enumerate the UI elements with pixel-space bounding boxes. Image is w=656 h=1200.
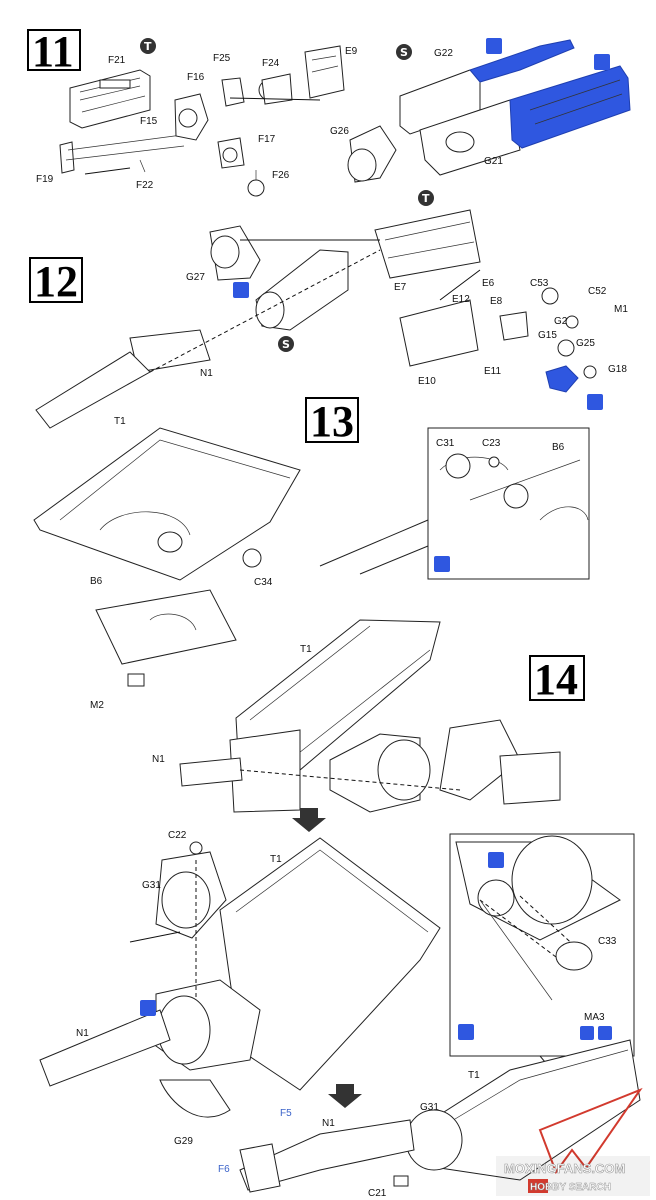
svg-text:F5: F5	[280, 1108, 292, 1119]
svg-text:T: T	[422, 192, 430, 205]
svg-text:G31: G31	[420, 1102, 439, 1113]
turret-assembly-lower	[39, 837, 441, 1118]
svg-text:MA3: MA3	[584, 1012, 605, 1023]
turret-final	[239, 1039, 641, 1193]
gun-mount-cradle	[59, 45, 345, 197]
paint-icon	[594, 54, 610, 70]
turret-front-plate	[33, 427, 301, 687]
svg-text:E7: E7	[394, 282, 407, 293]
tool-badge-s	[278, 336, 294, 352]
svg-text:F22: F22	[136, 180, 154, 191]
svg-text:C23: C23	[482, 438, 501, 449]
paper-plane-logo-icon	[538, 1087, 643, 1175]
watermark-line-1: MOXINGFANS.COM	[504, 1161, 625, 1176]
svg-text:C33: C33	[598, 936, 617, 947]
svg-text:N1: N1	[152, 754, 165, 765]
svg-text:T1: T1	[468, 1070, 480, 1081]
paint-icon	[587, 394, 603, 410]
svg-text:S: S	[400, 46, 408, 59]
svg-text:S: S	[282, 338, 290, 351]
svg-text:C34: C34	[254, 577, 273, 588]
glue-icon	[140, 1000, 156, 1016]
svg-text:C52: C52	[588, 286, 607, 297]
step-13: 13 T1 C34 B6 M2 C31 C23 B6	[33, 397, 590, 711]
svg-text:E10: E10	[418, 376, 436, 387]
gun-cradle-right	[347, 39, 631, 183]
watermark: MOXINGFANS.COM HOBBY SEARCH	[496, 1087, 650, 1196]
step-number-11: 11	[32, 27, 74, 76]
turret-body-top	[179, 619, 561, 813]
svg-text:G22: G22	[434, 48, 453, 59]
paint-icon	[598, 1026, 612, 1040]
svg-text:G18: G18	[608, 364, 627, 375]
tool-badge-t	[418, 190, 434, 206]
svg-text:T1: T1	[300, 644, 312, 655]
svg-text:C21: C21	[368, 1188, 387, 1199]
svg-text:G29: G29	[174, 1136, 193, 1147]
down-arrow-icon	[292, 808, 326, 832]
svg-text:G15: G15	[538, 330, 557, 341]
svg-text:T1: T1	[270, 854, 282, 865]
svg-text:B6: B6	[552, 442, 565, 453]
svg-text:E8: E8	[490, 296, 503, 307]
svg-text:C53: C53	[530, 278, 549, 289]
paint-icon	[458, 1024, 474, 1040]
svg-text:G26: G26	[330, 126, 349, 137]
svg-text:F16: F16	[187, 72, 205, 83]
step-14: 14 T1 N1 C22 T1	[39, 619, 641, 1199]
paint-icon	[580, 1026, 594, 1040]
svg-text:G25: G25	[576, 338, 595, 349]
svg-text:B6: B6	[90, 576, 103, 587]
svg-text:E9: E9	[345, 46, 358, 57]
glue-icon	[233, 282, 249, 298]
svg-text:F21: F21	[108, 55, 126, 66]
svg-text:G27: G27	[186, 272, 205, 283]
svg-text:N1: N1	[322, 1118, 335, 1129]
watermark-line-2: HOBBY SEARCH	[530, 1182, 611, 1193]
svg-text:N1: N1	[200, 368, 213, 379]
svg-text:M2: M2	[90, 700, 104, 711]
svg-text:C31: C31	[436, 438, 455, 449]
step-number-12: 12	[34, 257, 78, 306]
svg-text:F26: F26	[272, 170, 290, 181]
step-12: 12 T S G27 E6 E7 E12	[29, 190, 628, 429]
svg-text:F19: F19	[36, 174, 54, 185]
svg-text:F6: F6	[218, 1164, 230, 1175]
svg-text:T: T	[144, 40, 152, 53]
svg-text:E12: E12	[452, 294, 470, 305]
svg-text:G2: G2	[554, 316, 568, 327]
svg-text:M1: M1	[614, 304, 628, 315]
svg-text:G31: G31	[142, 880, 161, 891]
step-number-13: 13	[310, 397, 354, 446]
svg-text:T1: T1	[114, 416, 126, 427]
svg-text:F24: F24	[262, 58, 280, 69]
svg-text:N1: N1	[76, 1028, 89, 1039]
step-number-14: 14	[534, 655, 578, 704]
svg-text:F25: F25	[213, 53, 231, 64]
paint-icon	[486, 38, 502, 54]
svg-text:E11: E11	[484, 366, 501, 377]
svg-text:G21: G21	[484, 156, 503, 167]
down-arrow-icon	[328, 1084, 362, 1108]
svg-text:F17: F17	[258, 134, 276, 145]
paint-icon	[488, 852, 504, 868]
svg-text:F15: F15	[140, 116, 158, 127]
step-11: 11 T S F21 F25 F24 E9	[27, 27, 631, 197]
svg-text:E6: E6	[482, 278, 495, 289]
paint-icon	[434, 556, 450, 572]
svg-text:C22: C22	[168, 830, 187, 841]
gun-breech-assembly	[35, 209, 597, 429]
tool-badge-s	[396, 44, 412, 60]
tool-badge-t	[140, 38, 156, 54]
